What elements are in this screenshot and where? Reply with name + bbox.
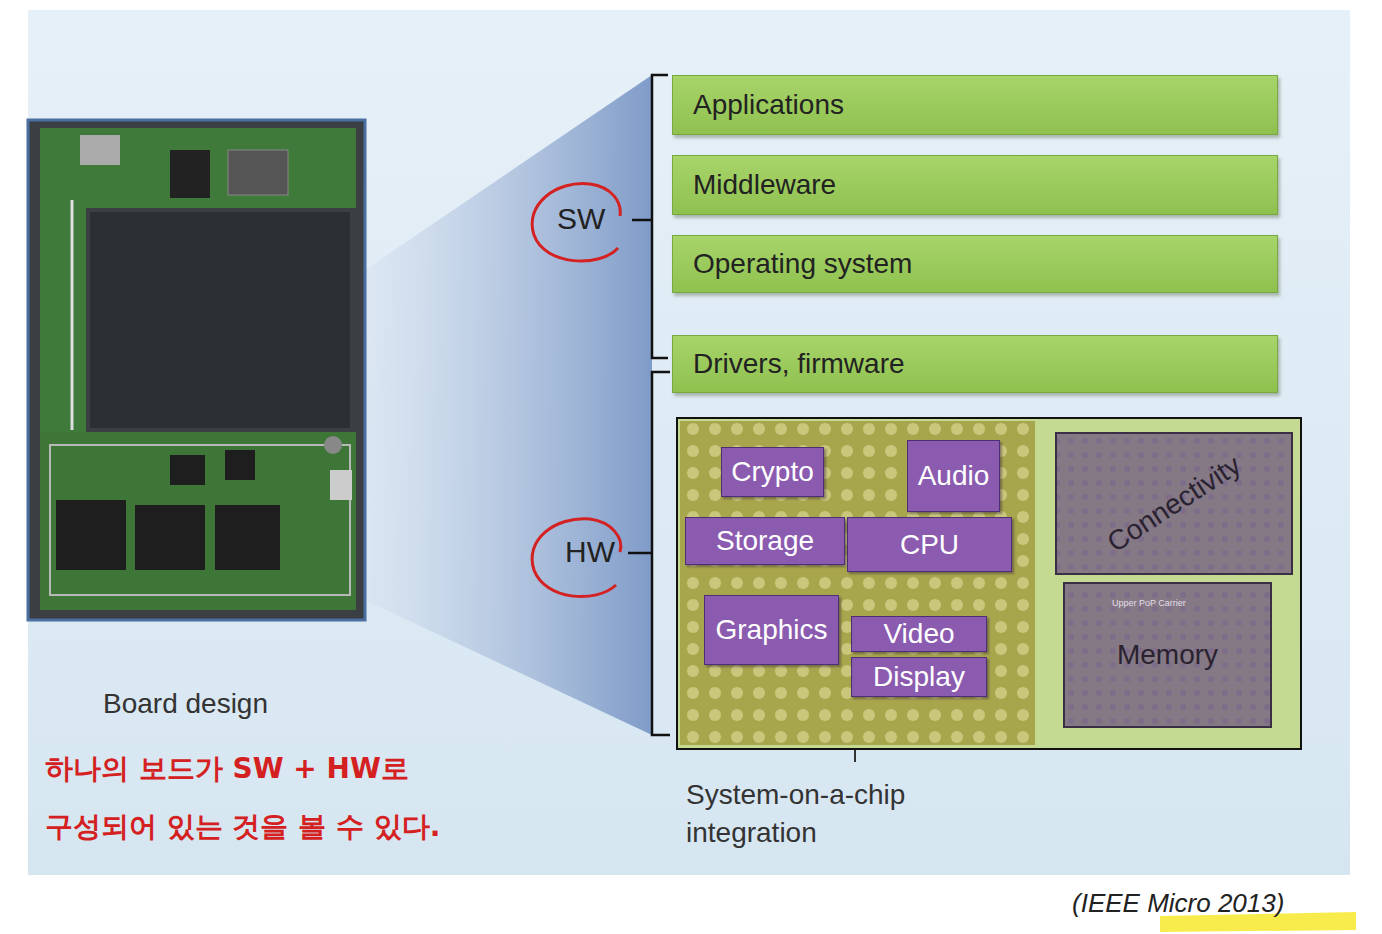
soc-block: CPU [847, 517, 1012, 572]
zoom-funnel [365, 75, 652, 735]
block-label: Drivers, firmware [693, 348, 905, 380]
caption-text: System-on-a-chip integration [686, 776, 946, 852]
chip-marking: Upper PoP Carrier [1112, 598, 1186, 608]
soc-block: Graphics [704, 595, 839, 665]
layer-bar: Applications [672, 75, 1278, 135]
layer-bar: Operating system [672, 235, 1278, 293]
connectivity-die [1055, 432, 1293, 575]
board-label: Board design [103, 688, 268, 720]
block-label: Memory [1117, 639, 1218, 671]
handwritten-note: 구성되어 있는 것을 볼 수 있다. [45, 808, 440, 846]
hardware-box: System-on-a-chip integrationCryptoAudioS… [676, 417, 1302, 750]
red-circle [532, 519, 621, 597]
block-label: Applications [693, 89, 844, 121]
caption-tick [854, 750, 856, 762]
block-label: Display [873, 661, 965, 693]
sw-bracket [632, 75, 668, 358]
board-photo [28, 120, 365, 620]
block-label: Middleware [693, 169, 836, 201]
block-label: Video [883, 618, 954, 650]
source-caption: (IEEE Micro 2013) [1072, 888, 1284, 919]
block-label: Storage [716, 525, 814, 557]
layer-bar: Drivers, firmware [672, 335, 1278, 393]
soc-block: Crypto [721, 447, 824, 497]
hw-bracket [628, 372, 670, 735]
block-label: Connectivity [1101, 449, 1246, 559]
block-label: Operating system [693, 248, 912, 280]
soc-block: Audio [907, 440, 1000, 512]
block-label: CPU [900, 529, 959, 561]
sw-label: SW [557, 202, 605, 236]
soc-block: Video [851, 616, 987, 652]
handwritten-note: 하나의 보드가 SW + HW로 [45, 750, 409, 788]
hw-label: HW [565, 535, 615, 569]
block-label: Crypto [731, 456, 813, 488]
block-label: Graphics [715, 614, 827, 646]
panel [28, 10, 1350, 875]
memory-die [1063, 582, 1272, 728]
soc-block: Display [851, 657, 987, 697]
soc-block: Storage [685, 517, 845, 565]
soc-die [680, 421, 1035, 745]
chip-block: Connectivity [1055, 432, 1293, 575]
block-label: Audio [918, 460, 990, 492]
hw-box-fill [677, 418, 1301, 749]
red-circle [532, 184, 620, 261]
soc-die-pads [680, 421, 1035, 745]
layer-bar: Middleware [672, 155, 1278, 215]
